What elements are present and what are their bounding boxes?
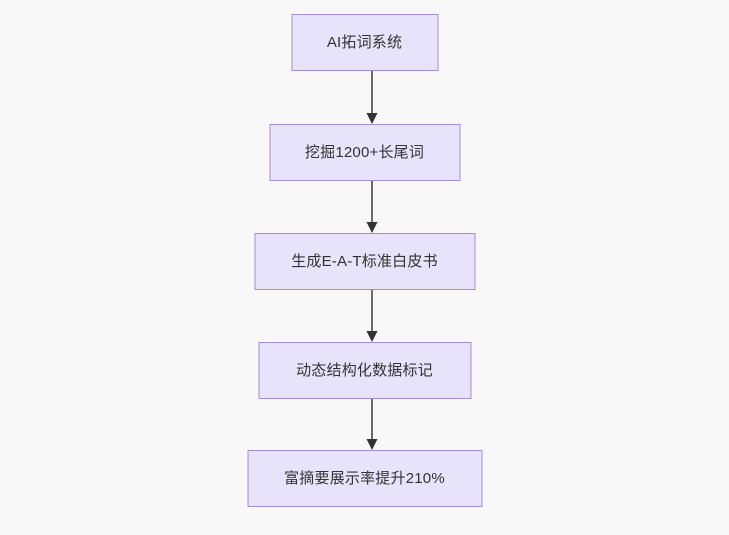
flowchart-node-rich-snippet-rate-increase[interactable]: 富摘要展示率提升210% [247, 450, 482, 507]
flowchart-node-mine-longtail-keywords[interactable]: 挖掘1200+长尾词 [269, 124, 460, 181]
node-label: AI拓词系统 [326, 34, 403, 51]
edge-n1-n2 [366, 71, 378, 124]
edge-n4-n5 [366, 399, 378, 450]
flowchart-node-generate-eat-whitepaper[interactable]: 生成E-A-T标准白皮书 [254, 233, 475, 290]
edge-n3-n4 [366, 290, 378, 342]
node-label: 富摘要展示率提升210% [284, 470, 445, 487]
node-label: 生成E-A-T标准白皮书 [291, 253, 438, 270]
flowchart-node-ai-keyword-system[interactable]: AI拓词系统 [291, 14, 438, 71]
node-label: 挖掘1200+长尾词 [304, 144, 425, 161]
flowchart-node-dynamic-structured-data-markup[interactable]: 动态结构化数据标记 [258, 342, 471, 399]
edge-n2-n3 [366, 181, 378, 233]
node-label: 动态结构化数据标记 [296, 362, 433, 379]
